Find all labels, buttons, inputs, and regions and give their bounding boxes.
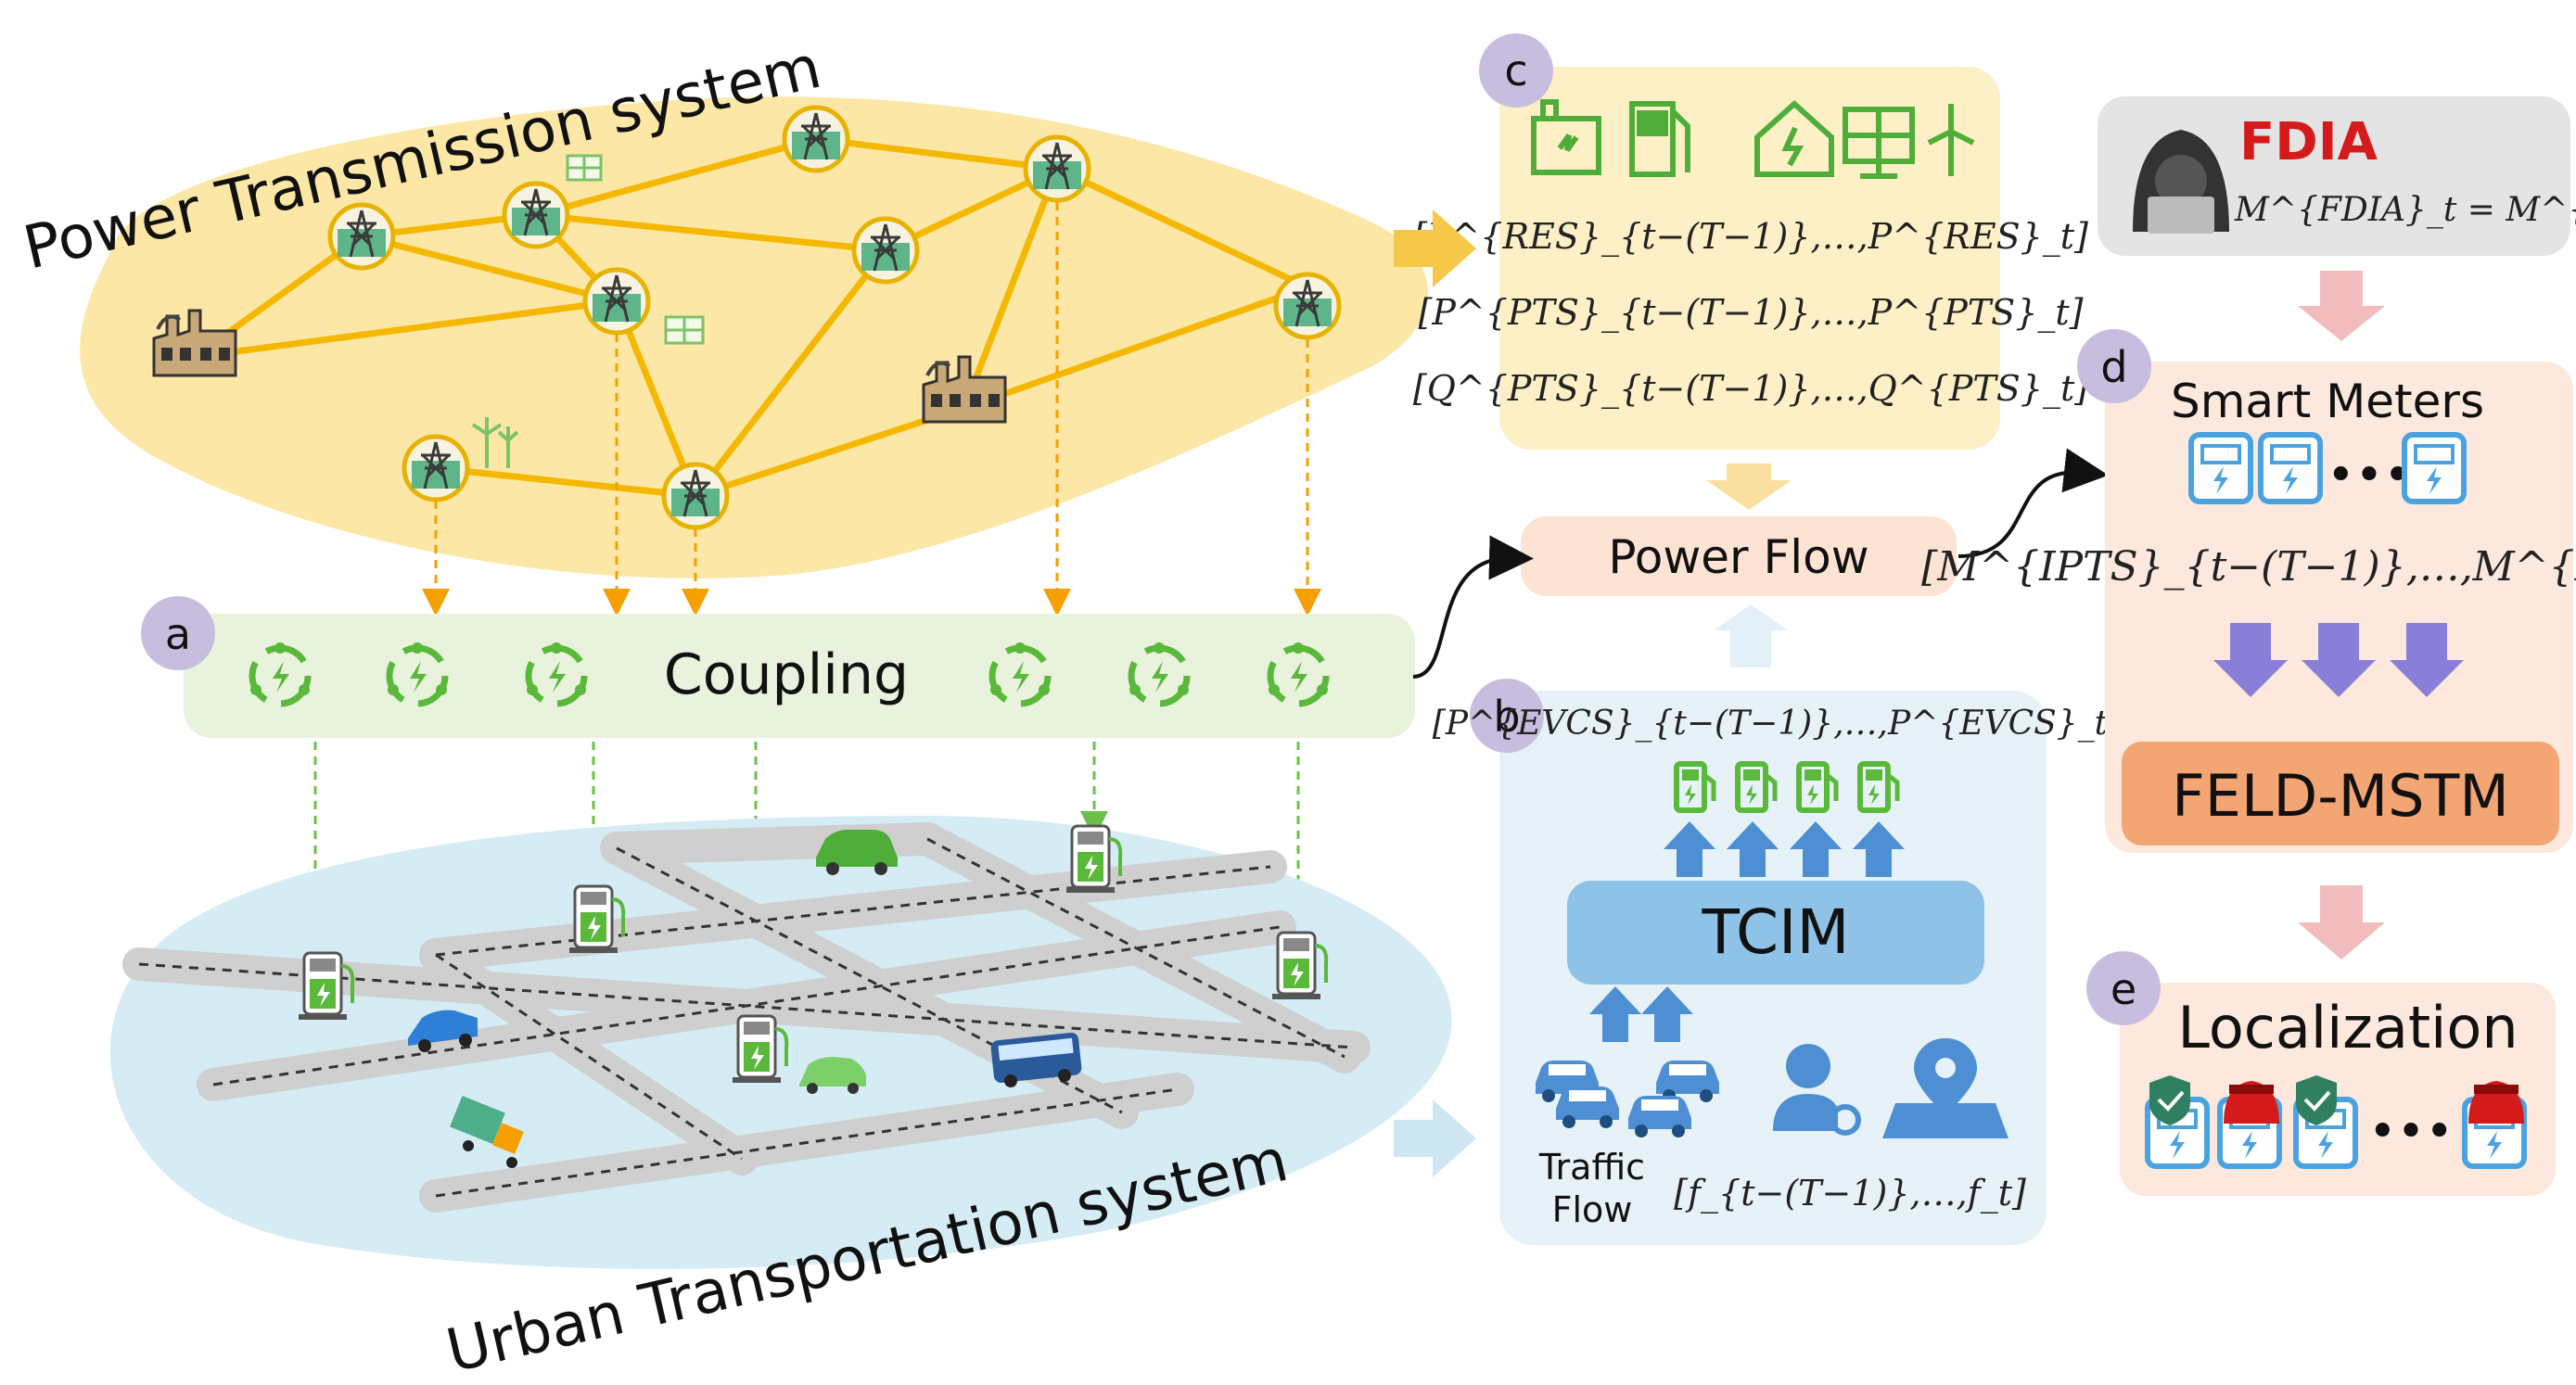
coupling-bar	[184, 614, 1415, 738]
badge-c-label: c	[1504, 45, 1527, 95]
attacker-icon	[2224, 1081, 2524, 1124]
ev-car-icon	[816, 830, 898, 875]
smart-meter-icon	[2261, 435, 2320, 502]
solar-panel-icon	[566, 154, 705, 345]
smart-meter-icon	[2191, 435, 2251, 502]
uts-to-b-arrow	[1394, 1099, 1476, 1177]
smart-meter-icon	[2404, 435, 2464, 502]
bus-icon	[990, 1032, 1082, 1087]
tower-icon	[1276, 274, 1339, 337]
truck-icon	[450, 1095, 524, 1168]
tcim-box	[1567, 881, 1984, 985]
badge-a	[141, 596, 215, 670]
renewable-icons	[1531, 99, 1975, 179]
hacker-icon	[2133, 130, 2229, 234]
car-icon	[408, 1010, 478, 1052]
tower-icon	[504, 184, 567, 247]
fdia-to-d-arrow	[2298, 271, 2385, 341]
badge-e	[2086, 951, 2161, 1025]
shield-check-icon	[2149, 1075, 2337, 1125]
d-to-e-arrow	[2298, 885, 2385, 959]
pts-q-formula: [Q^{PTS}_{t−(T−1)},…,Q^{PTS}_t]	[1413, 368, 2088, 410]
badge-a-label: a	[165, 609, 191, 659]
green-car-icon	[799, 1057, 866, 1094]
meters-ellipsis: •••	[2327, 448, 2412, 503]
tower-icon	[585, 270, 648, 333]
badge-e-label: e	[2111, 964, 2136, 1014]
coupling-label: Coupling	[664, 642, 909, 707]
powerflow-to-meters-connector	[1958, 448, 2109, 558]
feld-mstm-label: FELD-MSTM	[2172, 762, 2509, 830]
tower-icon	[404, 437, 467, 500]
charging-station-icon	[1629, 101, 1690, 177]
badge-b-label: b	[1493, 692, 1520, 742]
fdia-formula: M^{FDIA}_t = M^{IPTS}_t + h(a)	[2234, 191, 2576, 229]
power-flow-label: Power Flow	[1608, 530, 1868, 584]
map-pin-icon	[1882, 1038, 2009, 1138]
tower-icon	[854, 219, 917, 282]
res-formula: [P^{RES}_{t−(T−1)},…,P^{RES}_t]	[1413, 216, 2088, 258]
house-icon	[1754, 99, 1834, 177]
badge-b	[1470, 679, 1544, 753]
evcs-formula: [P^{EVCS}_{t−(T−1)},…,P^{EVCS}_t]	[1433, 705, 2122, 743]
factory-icon	[1531, 99, 1601, 175]
tcim-label: TCIM	[1702, 896, 1850, 968]
smart-meters-title: Smart Meters	[2171, 375, 2484, 428]
pts-to-c-arrow	[1394, 210, 1476, 287]
coupling-to-powerflow-connector	[1412, 535, 1534, 679]
solar-panel-icon	[1843, 107, 1915, 179]
pts-coupling-links	[422, 202, 1321, 616]
operator-icon	[1773, 1044, 1861, 1136]
b-to-powerflow-arrow	[1714, 604, 1788, 667]
wind-turbine-icon	[471, 417, 519, 468]
pts-p-formula: [P^{PTS}_{t−(T−1)},…,P^{PTS}_t]	[1419, 292, 2084, 334]
badge-d	[2077, 329, 2151, 403]
flow-formula: [f_{t−(T−1)},…,f_t]	[1674, 1173, 2026, 1214]
traffic-flow-line2: Flow	[1552, 1189, 1633, 1230]
wind-turbine-icon	[1927, 104, 1975, 176]
c-to-powerflow-arrow	[1706, 464, 1792, 510]
tower-icon	[784, 108, 848, 171]
badge-c	[1479, 33, 1553, 108]
power-flow-box	[1521, 516, 1957, 596]
tower-icon	[330, 205, 393, 268]
traffic-flow-line1: Traffic	[1538, 1147, 1645, 1188]
meters-formula: [M^{IPTS}_{t−(T−1)},…,M^{IPTS}_t]	[1921, 543, 2576, 591]
localization-title: Localization	[2177, 994, 2518, 1061]
badge-d-label: d	[2100, 342, 2127, 392]
tower-icon	[1026, 137, 1089, 200]
fdia-title: FDIA	[2239, 112, 2378, 172]
feld-mstm-box	[2122, 742, 2559, 845]
localization-ellipsis: •••	[2368, 1104, 2454, 1160]
tower-icon	[664, 464, 727, 527]
